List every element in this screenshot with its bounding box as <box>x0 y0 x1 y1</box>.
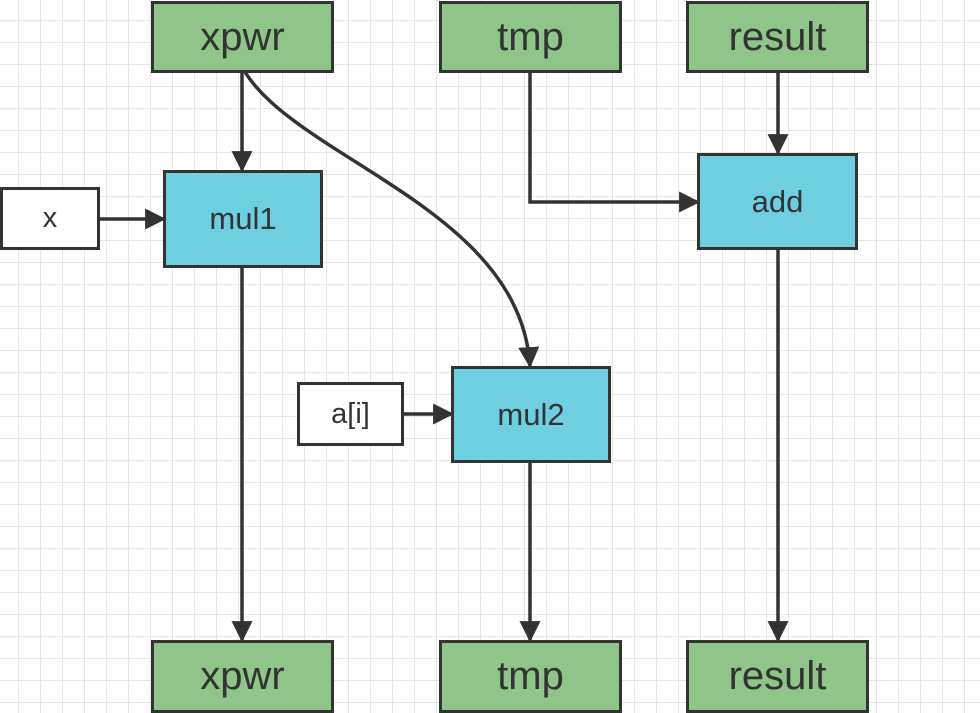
edge-tmp-to-add <box>528 72 701 213</box>
result-output-node: result <box>686 640 869 713</box>
xpwr-output-node: xpwr <box>151 640 334 713</box>
add-node: add <box>697 153 858 250</box>
xpwr-input-node: xpwr <box>151 1 334 73</box>
mul1-node: mul1 <box>163 170 323 268</box>
tmp-input-node: tmp <box>439 1 622 73</box>
tmp-output-node: tmp <box>439 640 622 713</box>
mul2-node: mul2 <box>451 366 611 463</box>
ai-operand-node: a[i] <box>297 382 404 446</box>
result-input-node: result <box>686 1 869 73</box>
edge-xpwr-to-mul2 <box>243 71 540 369</box>
x-operand-node: x <box>0 187 100 250</box>
